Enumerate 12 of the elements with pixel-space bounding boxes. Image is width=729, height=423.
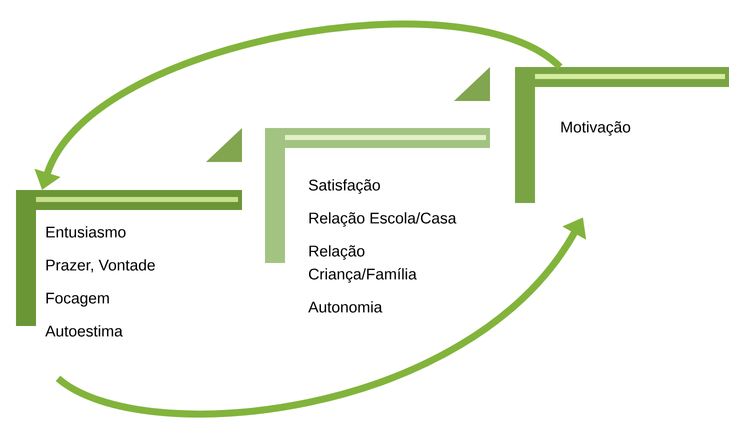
- step-text: Satisfação: [308, 179, 380, 194]
- step-text: Relação Criança/Família: [309, 245, 417, 283]
- step-text: Autonomia: [308, 301, 382, 313]
- step-bracket: [16, 190, 242, 337]
- step-text: Motivação: [561, 121, 630, 136]
- step-text: Prazer, Vontade: [46, 259, 155, 272]
- step-text: Entusiasmo: [46, 226, 126, 238]
- step-text: Focagem: [46, 292, 109, 307]
- step-text: Autoestima: [45, 325, 123, 337]
- step-text: Relação Escola/Casa: [309, 212, 456, 227]
- step-bracket: [515, 67, 729, 203]
- step-bracket: [265, 128, 490, 313]
